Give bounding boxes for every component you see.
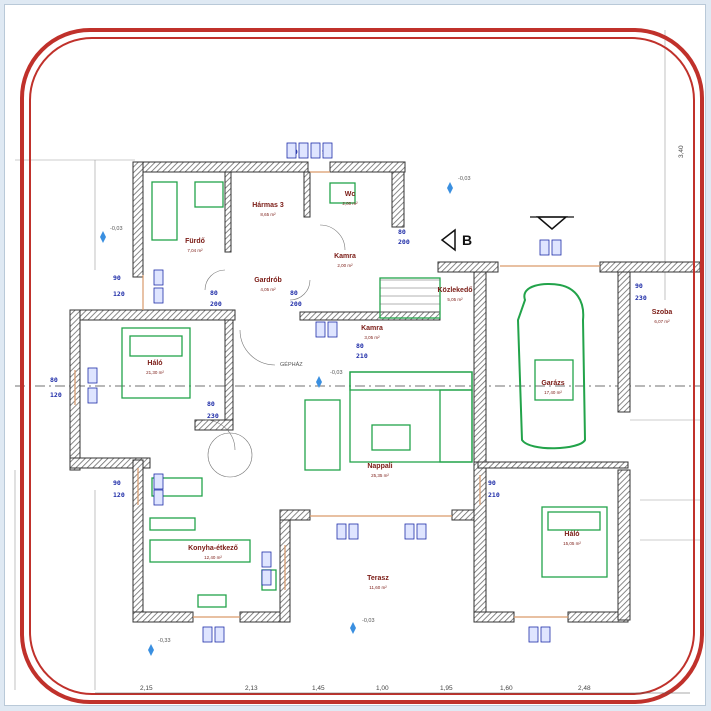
room-szoba3-name: Szoba	[652, 309, 673, 316]
room-nappali-area: 25,35 m²	[371, 473, 389, 478]
room-terasz-name: Terasz	[367, 575, 389, 582]
bottom-dim-6: 1,60	[500, 685, 513, 692]
window-symbols	[87, 142, 562, 643]
room-konyha-area: 12,40 m²	[204, 555, 222, 560]
tag-mid-1: 80	[398, 228, 406, 236]
room-gardrob-area: 4,05 m²	[260, 287, 276, 292]
tag-gar-1: 90	[635, 282, 643, 290]
bottom-dim-2: 2,13	[245, 685, 258, 692]
room-halo-name: Háló	[147, 360, 162, 367]
room-kamra-name: Kamra	[334, 253, 356, 260]
bottom-dim-1: 2,15	[140, 685, 153, 692]
tag-kamra-2: 210	[356, 352, 368, 360]
room-nappali-name: Nappali	[367, 463, 392, 470]
openings	[74, 171, 600, 618]
bottom-dim-7: 2,48	[578, 685, 591, 692]
room-halo2-area: 15,05 m²	[563, 541, 581, 546]
room-kamra2-area: 3,05 m²	[364, 335, 380, 340]
tag-gard-3: 80	[290, 289, 298, 297]
room-harmonia-name: Hármas 3	[252, 202, 284, 209]
tag-low-1: 90	[113, 479, 121, 487]
level-3: -0,33	[158, 638, 171, 644]
tag-axis-2: 120	[50, 391, 62, 399]
room-kozlekedo-area: 5,05 m²	[447, 297, 463, 302]
tag-door-1: 80	[207, 400, 215, 408]
bottom-dim-4: 1,00	[376, 685, 389, 692]
tag-left-1: 90	[113, 274, 121, 282]
walls	[69, 161, 701, 623]
tag-mid-2: 200	[398, 238, 410, 246]
section-marker: B	[440, 216, 574, 252]
room-gardrob-name: Gardrób	[254, 277, 282, 284]
tag-kamra-1: 80	[356, 342, 364, 350]
room-furdo-area: 7,04 m²	[187, 248, 203, 253]
bottom-dim-3: 1,45	[312, 685, 325, 692]
room-halo2-name: Háló	[564, 531, 579, 538]
room-wc-area: 2,00 m²	[342, 201, 358, 206]
room-halo-area: 21,30 m²	[146, 370, 164, 375]
site-lines	[14, 30, 700, 690]
tag-left-2: 120	[113, 290, 125, 298]
room-garazs-area: 17,40 m²	[544, 390, 562, 395]
room-kozlekedo-name: Közlekedő	[437, 287, 472, 294]
bottom-dim-5: 1,95	[440, 685, 453, 692]
room-kamra-area: 2,00 m²	[337, 263, 353, 268]
tag-door-2: 230	[207, 412, 219, 420]
room-garazs-name: Garázs	[541, 380, 564, 387]
room-labels: Fürdő 7,04 m² Hármas 3 8,65 m² Wc 2,00 m…	[146, 191, 672, 590]
room-wc-name: Wc	[345, 191, 356, 198]
bottom-dimensions: 2,15 2,13 1,45 1,00 1,95 1,60 2,48	[95, 685, 690, 694]
room-harmonia-area: 8,65 m²	[260, 212, 276, 217]
room-furdo-name: Fürdő	[185, 238, 205, 245]
room-szoba3-area: 6,07 m²	[654, 319, 670, 324]
side-dim-label: 3,40	[678, 145, 685, 158]
tag-right-1: 90	[488, 479, 496, 487]
stairs	[380, 279, 440, 313]
frame-outer	[20, 28, 704, 704]
wall-note: GÉPHÁZ	[280, 361, 303, 368]
room-konyha-name: Konyha-étkező	[188, 545, 238, 552]
door-swings	[204, 224, 346, 478]
level-icons	[100, 182, 453, 656]
tag-low-2: 120	[113, 491, 125, 499]
tag-gard-4: 200	[290, 300, 302, 308]
room-kamra2-name: Kamra	[361, 325, 383, 332]
side-dimension: 3,40	[678, 145, 685, 158]
section-marker-label: B	[462, 232, 472, 248]
level-5: -0,03	[362, 618, 375, 624]
furniture	[121, 181, 608, 608]
frame-inner	[29, 37, 695, 695]
tag-gard-2: 200	[210, 300, 222, 308]
tag-gar-2: 230	[635, 294, 647, 302]
room-terasz-area: 11,60 m²	[369, 585, 387, 590]
drawing-frame	[4, 4, 706, 706]
level-markers: -0,03 -0,03 -0,33 -0,03 -0,03	[110, 176, 471, 644]
level-2: -0,03	[110, 226, 123, 232]
tag-right-2: 210	[488, 491, 500, 499]
level-4: -0,03	[330, 370, 343, 376]
level-1: -0,03	[458, 176, 471, 182]
tag-gard-1: 80	[210, 289, 218, 297]
tag-axis-1: 80	[50, 376, 58, 384]
